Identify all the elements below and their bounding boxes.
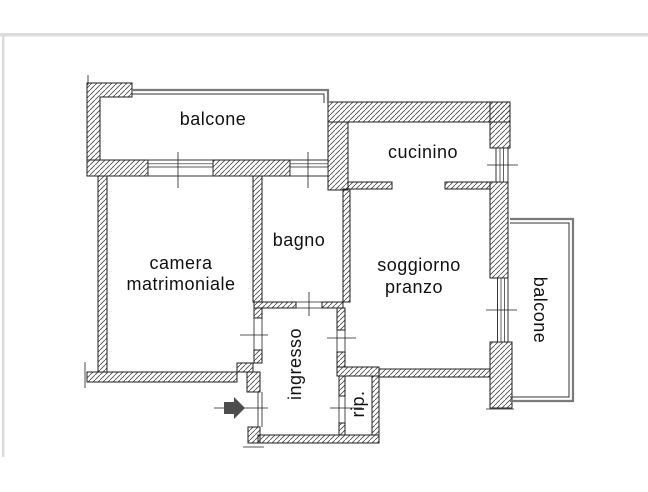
railing-inner-line	[132, 93, 325, 103]
wall-segment	[321, 301, 344, 309]
wall-segment	[489, 101, 511, 149]
wall-segment	[342, 188, 351, 303]
wall-segment	[212, 159, 291, 177]
room-label-soggiorno-line1: soggiorno	[377, 255, 461, 275]
wall-segment	[378, 368, 491, 378]
wall-segment	[86, 159, 149, 177]
tick-marks	[84, 75, 518, 448]
wall-segment	[252, 175, 263, 303]
room-label-soggiorno-line2: pranzo	[385, 277, 443, 297]
room-label-balcone-top: balcone	[180, 109, 247, 129]
wall-segment	[257, 434, 380, 444]
room-label-cucinino: cucinino	[388, 142, 458, 162]
wall-segment	[97, 175, 108, 373]
window-camera-balcony	[147, 159, 214, 177]
page-frame	[0, 33, 648, 457]
wall-segment	[336, 366, 380, 377]
wall-segment	[336, 351, 346, 368]
wall-segment	[489, 341, 513, 409]
door-openings	[253, 301, 346, 427]
entrance-arrow-icon	[224, 397, 245, 419]
wall-segment	[347, 181, 393, 190]
wall-segment	[444, 181, 491, 190]
room-label-camera-line1: camera	[149, 253, 213, 273]
railing-outer-line	[132, 88, 330, 103]
room-label-ingresso: ingresso	[285, 328, 305, 400]
wall-segment	[338, 422, 346, 436]
room-label-camera-line2: matrimoniale	[126, 274, 235, 294]
room-label-bagno: bagno	[273, 230, 326, 250]
room-label-balcone-right: balcone	[530, 277, 550, 344]
wall-segment	[371, 375, 380, 436]
railing-outer-line	[510, 217, 575, 403]
wall-segment	[253, 307, 263, 319]
wall-segment	[236, 362, 254, 373]
window-bagno-balcony	[289, 159, 329, 177]
wall-segment	[86, 371, 238, 383]
wall-segment	[338, 375, 346, 397]
railing-inner-line	[510, 222, 570, 398]
room-label-rip: rip.	[348, 390, 368, 417]
wall-segment	[489, 181, 509, 279]
wall-segment	[253, 349, 263, 364]
balcony-right-railing	[510, 217, 575, 403]
wall-segment	[246, 371, 261, 393]
wall-segment	[86, 82, 133, 161]
wall-segment	[253, 301, 297, 309]
room-labels: balcone camera matrimoniale bagno cucini…	[126, 109, 550, 418]
wall-segment	[327, 121, 349, 191]
wall-segment	[336, 307, 346, 331]
wall-segment	[327, 101, 511, 123]
balcony-top-railing	[132, 88, 330, 103]
frame-left-line	[2, 33, 5, 457]
frame-top-line	[0, 33, 648, 37]
